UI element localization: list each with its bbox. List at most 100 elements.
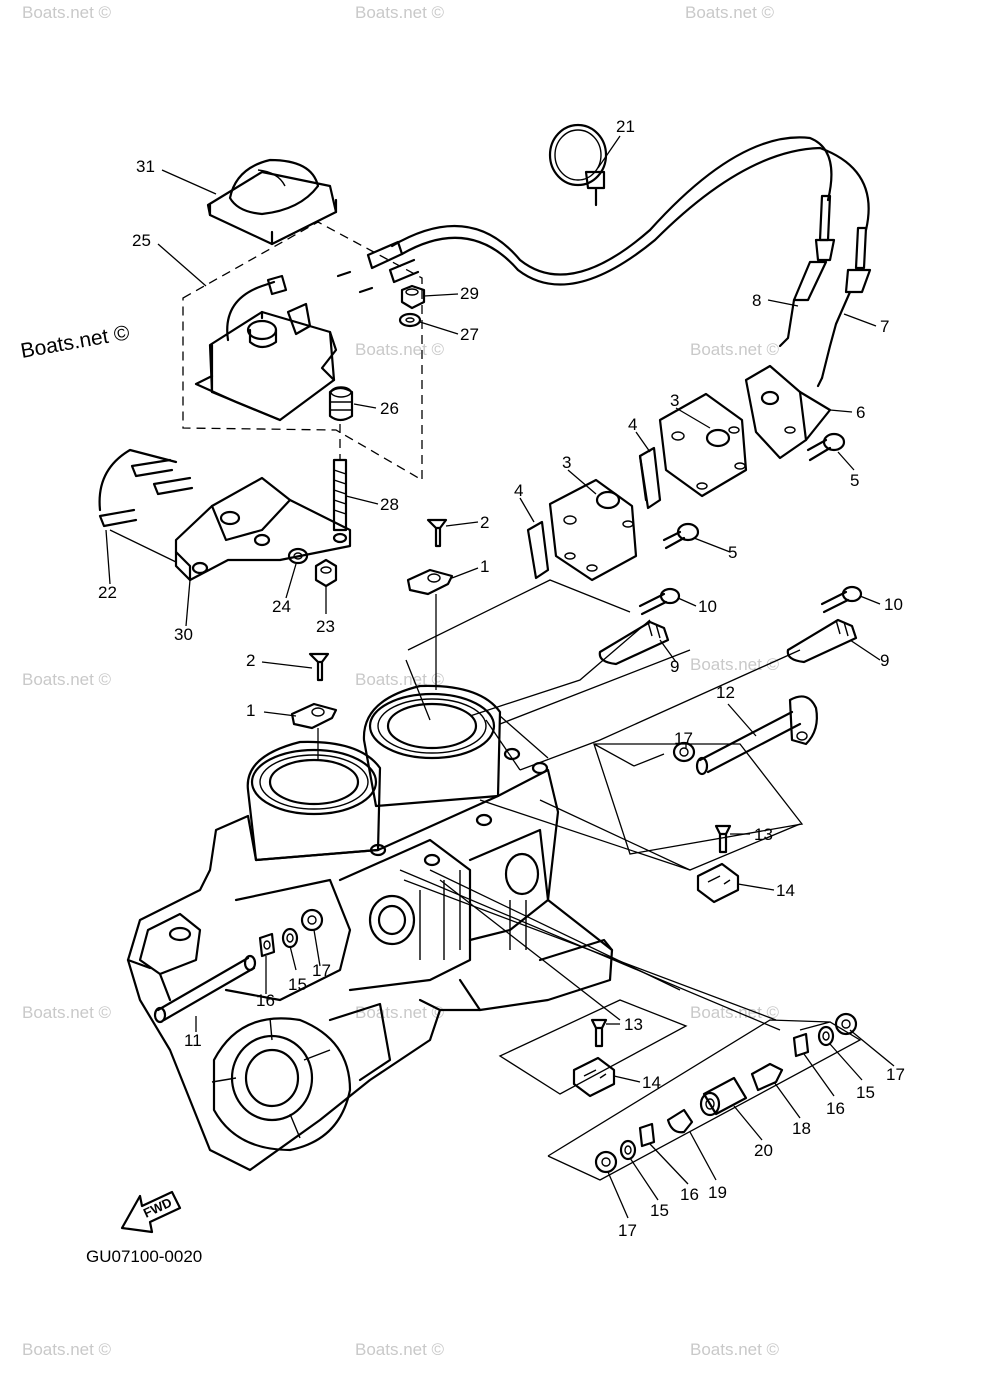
part-16-plate-bottom [638, 1122, 656, 1148]
callout-31: 31 [136, 157, 155, 176]
part-13-screw-upper [714, 824, 732, 854]
callout-24: 24 [272, 597, 291, 616]
callout-28: 28 [380, 495, 399, 514]
callout-9: 9 [880, 651, 889, 670]
callout-11: 11 [184, 1031, 202, 1050]
relay-pins [336, 240, 420, 294]
part-17-bushing-upper [672, 741, 696, 763]
part-15-washer-right [817, 1025, 835, 1047]
callout-17: 17 [618, 1221, 637, 1240]
callout-2: 2 [246, 651, 255, 670]
part-15-washer-left [281, 927, 299, 949]
callout-14: 14 [642, 1073, 661, 1092]
part-4-gasket-upper [638, 446, 662, 510]
callout-4: 4 [628, 415, 637, 434]
part-23-nut [314, 558, 338, 588]
callout-15: 15 [650, 1201, 669, 1220]
callout-7: 7 [880, 317, 889, 336]
callout-17: 17 [886, 1065, 905, 1084]
callout-14: 14 [776, 881, 795, 900]
callout-25: 25 [132, 231, 151, 250]
part-16-plate-left [258, 932, 276, 958]
fwd-label: FWD [141, 1195, 174, 1221]
watermark: Boats.net © [22, 3, 112, 22]
leader-box [547, 1019, 862, 1181]
part-2-screw-lower [308, 652, 330, 682]
watermark: Boats.net © [690, 655, 780, 674]
part-10-bolt-left [638, 587, 681, 616]
callout-17: 17 [674, 729, 693, 748]
watermark: Boats.net © [22, 1003, 112, 1022]
callout-23: 23 [316, 617, 335, 636]
watermark: Boats.net © [690, 1340, 780, 1359]
callout-1: 1 [246, 701, 255, 720]
callout-4: 4 [514, 481, 523, 500]
part-15-washer-bottom [619, 1139, 637, 1161]
part-31-cover [206, 158, 338, 246]
part-17-bushing-left [300, 908, 324, 932]
watermark: Boats.net © [22, 670, 112, 689]
part-17-bushing-right [834, 1012, 858, 1036]
callout-labels: 31 25 21 29 27 8 7 26 6 3 4 5 28 3 4 2 5… [98, 117, 905, 1240]
part-2-screw-upper [426, 518, 448, 548]
part-10-bolt-right [820, 585, 863, 614]
callout-1: 1 [480, 557, 489, 576]
callout-17: 17 [312, 961, 331, 980]
part-24-washer [287, 547, 309, 565]
watermark: Boats.net © [690, 340, 780, 359]
part-20-sleeve [699, 1076, 748, 1117]
part-9-nozzle-right [786, 618, 858, 664]
callout-29: 29 [460, 284, 479, 303]
watermark: Boats.net © [355, 1003, 445, 1022]
callout-16: 16 [680, 1185, 699, 1204]
callout-5: 5 [728, 543, 737, 562]
watermark: Boats.net © [690, 1003, 780, 1022]
callout-18: 18 [792, 1119, 811, 1138]
callout-leaders [105, 135, 895, 1219]
callout-13: 13 [624, 1015, 643, 1034]
part-12-shaft [695, 695, 818, 776]
callout-9: 9 [670, 657, 679, 676]
part-18-retainer [750, 1062, 784, 1092]
watermark: Boats.net © [355, 670, 445, 689]
watermark: Boats.net © [355, 1340, 445, 1359]
watermark: Boats.net © [685, 3, 775, 22]
part-16-plate-right [792, 1032, 810, 1058]
callout-15: 15 [288, 975, 307, 994]
part-11-shaft [153, 954, 257, 1024]
part-17-bushing-bottom [594, 1150, 618, 1174]
part-26-grommet [328, 386, 354, 422]
part-5-bolt-upper [806, 432, 846, 462]
watermark-main: Boats.net © [19, 321, 132, 363]
callout-3: 3 [562, 453, 571, 472]
callout-19: 19 [708, 1183, 727, 1202]
part-14-holder-lower [572, 1056, 616, 1098]
callout-30: 30 [174, 625, 193, 644]
callout-15: 15 [856, 1083, 875, 1102]
part-30-bracket [174, 476, 352, 582]
leader-box [498, 999, 688, 1095]
part-3-cover-upper [658, 392, 748, 498]
callout-16: 16 [256, 991, 275, 1010]
part-28-stud [332, 458, 348, 532]
part-29-nut [400, 284, 426, 310]
control-cables [390, 136, 872, 388]
part-3-cover-lower [548, 478, 638, 582]
part-1-clip-lower [290, 702, 338, 730]
leader-rays [399, 579, 801, 1031]
part-21-clamp [548, 123, 608, 207]
part-4-gasket-lower [526, 520, 550, 580]
callout-16: 16 [826, 1099, 845, 1118]
part-9-nozzle-left [598, 620, 670, 666]
watermark: Boats.net © [355, 3, 445, 22]
part-14-holder-upper [696, 862, 740, 904]
diagram-code: GU07100-0020 [86, 1247, 202, 1266]
part-22-studs [98, 448, 194, 528]
leader-box [593, 743, 804, 855]
part-13-screw-lower [590, 1018, 608, 1048]
watermark: Boats.net © [22, 1340, 112, 1359]
callout-10: 10 [884, 595, 903, 614]
part-19-clip [666, 1108, 694, 1134]
callout-6: 6 [856, 403, 865, 422]
